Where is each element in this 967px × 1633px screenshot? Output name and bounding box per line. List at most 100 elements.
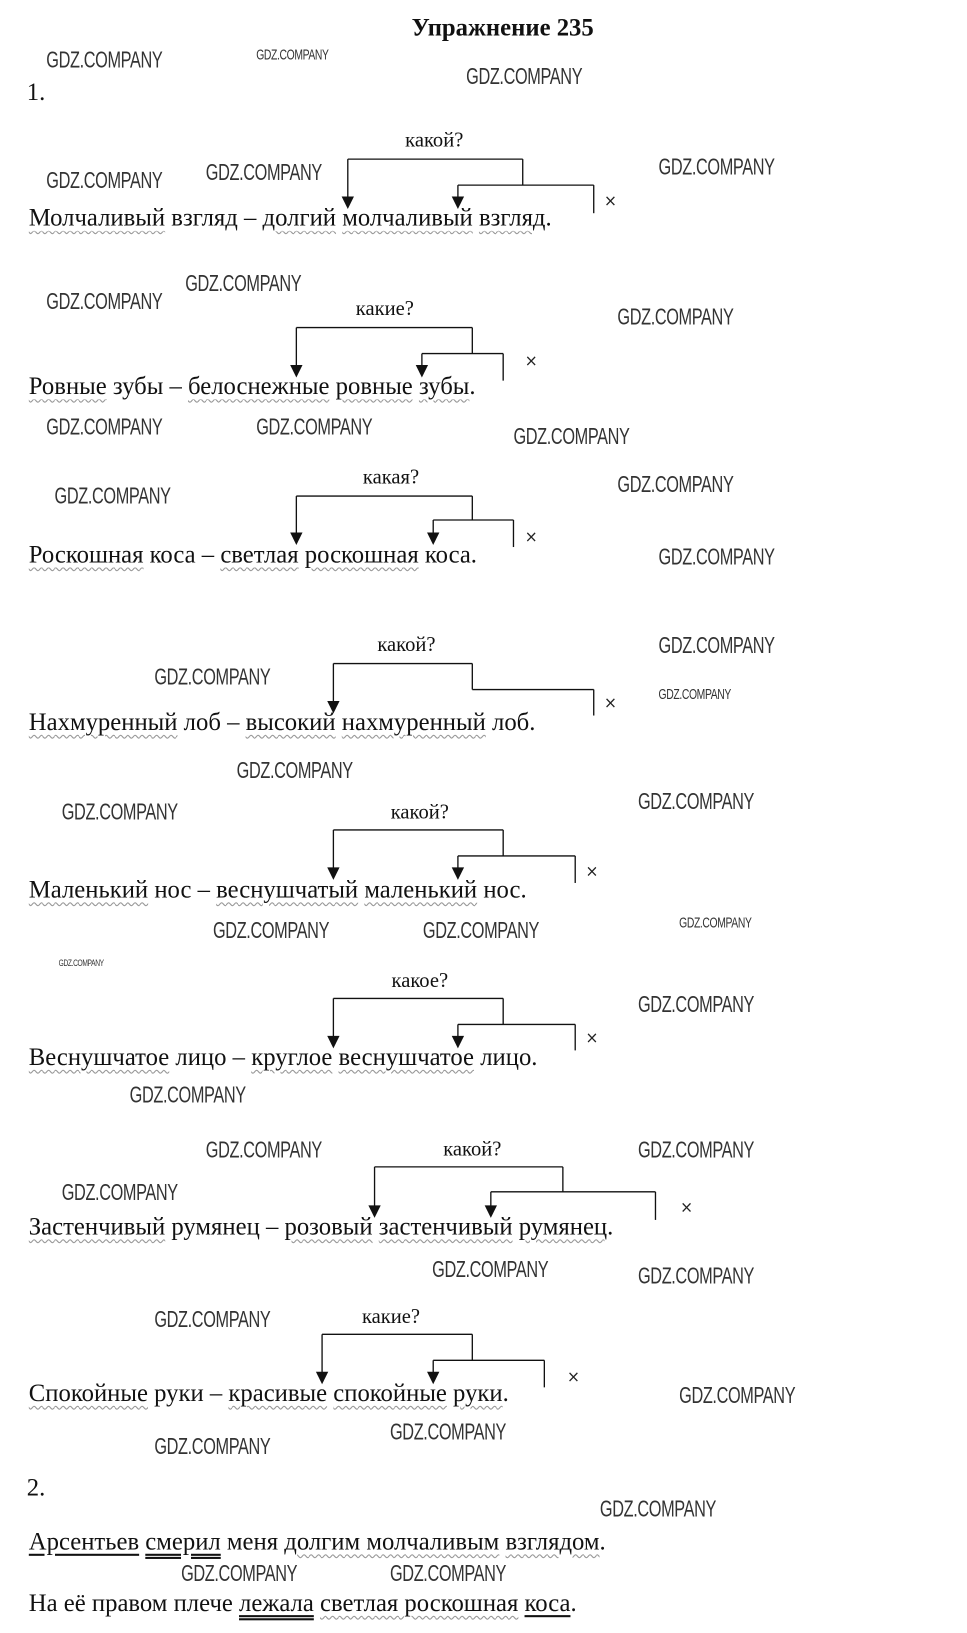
sentence-text: зубы – (106, 373, 189, 401)
underlined-word-double: лежала (239, 1590, 314, 1618)
question-label: какие? (361, 1305, 421, 1329)
watermark: GDZ.COMPANY (637, 788, 755, 815)
cross-mark: × (524, 351, 538, 371)
scheme-7-bracket (368, 1166, 657, 1220)
watermark: GDZ.COMPANY (422, 917, 539, 944)
scheme-3-bracket (290, 495, 515, 548)
underlined-word-wavy: застенчивый (378, 1213, 513, 1241)
sentence-text: руки – (147, 1380, 229, 1408)
underlined-word-wavy: взглядом (505, 1528, 600, 1556)
underlined-word-wavy: Нахмуренный (28, 709, 178, 737)
scheme-1-bracket (341, 158, 595, 214)
watermark: GDZ.COMPANY (61, 1179, 178, 1206)
cross-mark: × (680, 1198, 694, 1217)
sentence-text: меня (220, 1528, 285, 1556)
watermark: GDZ.COMPANY (213, 917, 330, 944)
watermark: GDZ.COMPANY (154, 663, 271, 690)
watermark: GDZ.COMPANY (658, 153, 775, 180)
underlined-word-wavy: молчаливый (342, 204, 473, 232)
sentence-text: лицо – (169, 1044, 252, 1072)
sentence-text: лицо. (474, 1044, 538, 1072)
sentence-text: На её правом плече (28, 1590, 240, 1618)
question-label: какой? (390, 800, 449, 824)
watermark: GDZ.COMPANY (679, 914, 752, 931)
sentence-text: . (570, 1590, 577, 1618)
underlined-word-wavy: Спокойные (28, 1380, 148, 1408)
scheme-2-bracket (290, 326, 504, 381)
watermark: GDZ.COMPANY (46, 46, 163, 73)
underlined-word-wavy: веснушчатый (216, 876, 359, 904)
watermark: GDZ.COMPANY (389, 1560, 507, 1586)
watermark: GDZ.COMPANY (129, 1081, 246, 1108)
scheme-5-bracket (327, 829, 576, 883)
watermark: GDZ.COMPANY (637, 991, 755, 1018)
watermark: GDZ.COMPANY (658, 543, 775, 570)
question-label: какой? (377, 633, 436, 657)
watermark: GDZ.COMPANY (154, 1433, 271, 1460)
underlined-word-wavy: долгий (262, 204, 337, 232)
watermark: GDZ.COMPANY (679, 1382, 796, 1409)
sentence-text: нос – (148, 876, 217, 904)
underlined-word-wavy: красивые (228, 1380, 328, 1408)
scheme-sentence: Спокойные руки – красивые спокойные руки… (29, 1381, 509, 1406)
sentence-text: румянец – (165, 1213, 285, 1241)
watermark: GDZ.COMPANY (58, 957, 104, 969)
part2-sentence: Арсентьев смерил меня долгим молчаливым … (29, 1530, 606, 1555)
watermark: GDZ.COMPANY (256, 45, 329, 63)
question-label: какое? (391, 969, 449, 993)
scheme-sentence: Ровные зубы – белоснежные ровные зубы. (29, 374, 476, 399)
scheme-4-bracket (327, 662, 595, 716)
cross-mark: × (604, 191, 617, 211)
underlined-word-wavy: Молчаливый (28, 204, 166, 232)
watermark: GDZ.COMPANY (154, 1306, 271, 1333)
scheme-sentence: Нахмуренный лоб – высокий нахмуренный ло… (29, 710, 536, 735)
underlined-word-wavy: розовый (284, 1213, 373, 1241)
watermark: GDZ.COMPANY (46, 167, 163, 194)
underlined-word-wavy: Застенчивый (28, 1213, 166, 1241)
cross-mark: × (604, 693, 617, 713)
watermark: GDZ.COMPANY (256, 413, 373, 440)
sentence-text: . (599, 1528, 606, 1556)
watermark: GDZ.COMPANY (46, 288, 163, 315)
underlined-word-wavy: спокойные (333, 1380, 447, 1408)
underlined-word-wavy: руки (453, 1380, 503, 1408)
sentence-text: коса. (418, 541, 477, 569)
scheme-sentence: Застенчивый румянец – розовый застенчивы… (29, 1215, 614, 1240)
sentence-text: лоб. (485, 709, 536, 737)
underlined-word-wavy: светлая роскошная (320, 1590, 519, 1618)
watermark: GDZ.COMPANY (658, 685, 732, 702)
watermark: GDZ.COMPANY (599, 1495, 716, 1522)
sentence-text: . (469, 373, 476, 401)
question-label: какой? (443, 1137, 502, 1161)
scheme-sentence: Маленький нос – веснушчатый маленький но… (29, 878, 527, 903)
underlined-word-single: коса (524, 1590, 571, 1618)
scheme-8-bracket (315, 1333, 546, 1388)
scheme-sentence: Молчаливый взгляд – долгий молчаливый вз… (29, 206, 552, 231)
watermark: GDZ.COMPANY (658, 632, 775, 659)
underlined-word-wavy: Маленький (28, 876, 149, 904)
underlined-word-wavy: румянец (518, 1213, 608, 1241)
sentence-text: лоб – (177, 709, 246, 737)
cross-mark: × (585, 862, 599, 881)
watermark: GDZ.COMPANY (185, 270, 302, 297)
part-1-label: 1. (26, 79, 46, 107)
watermark: GDZ.COMPANY (61, 798, 178, 825)
underlined-word-wavy: круглое (251, 1044, 333, 1072)
watermark: GDZ.COMPANY (432, 1256, 549, 1283)
sentence-text: . (607, 1213, 614, 1241)
cross-mark: × (524, 527, 538, 546)
underlined-word-wavy: светлая (220, 541, 299, 569)
underlined-word-wavy: нахмуренный (341, 709, 486, 737)
underlined-word-wavy: зубы (418, 373, 470, 401)
sentence-text: . (545, 204, 552, 232)
scheme-sentence: Роскошная коса – светлая роскошная коса. (29, 543, 477, 568)
page-title: Упражнение 235 (411, 14, 594, 42)
underlined-word-double: смерил (145, 1528, 221, 1556)
watermark: GDZ.COMPANY (54, 482, 171, 509)
underlined-word-wavy: долгим молчаливым (284, 1528, 500, 1556)
question-label: какой? (405, 128, 464, 152)
underlined-word-wavy: высокий (245, 709, 336, 737)
underlined-word-wavy: роскошная (304, 541, 419, 569)
underlined-word-wavy: Роскошная (28, 541, 144, 569)
